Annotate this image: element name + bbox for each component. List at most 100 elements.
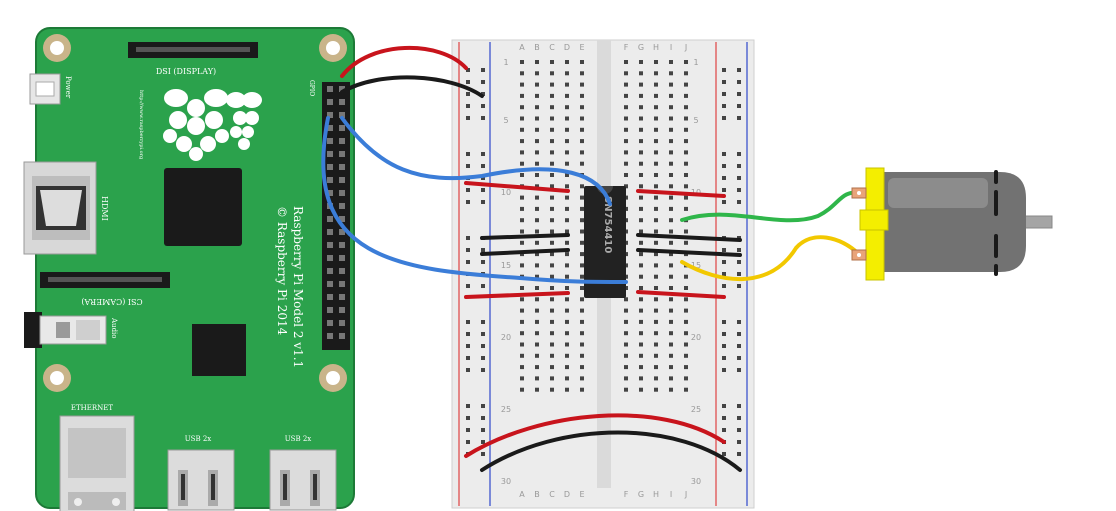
breadboard-hole	[535, 376, 539, 381]
breadboard-hole	[684, 353, 688, 358]
row-number: 25	[501, 405, 511, 414]
rail-hole	[466, 260, 470, 264]
rail-hole	[481, 80, 485, 84]
breadboard-hole	[669, 342, 673, 347]
breadboard-hole	[580, 71, 584, 76]
rail-hole	[737, 440, 741, 444]
rail-hole	[737, 452, 741, 456]
breadboard-hole	[550, 286, 554, 290]
breadboard-hole	[550, 127, 554, 132]
breadboard-hole	[654, 376, 658, 381]
rail-hole	[481, 164, 485, 168]
rail-hole	[737, 356, 741, 360]
rail-hole	[481, 176, 485, 180]
breadboard-hole	[654, 93, 658, 98]
breadboard-hole	[565, 82, 569, 87]
wire-black-bottom	[480, 430, 742, 472]
raspberry-logo-icon	[163, 89, 229, 161]
breadboard-hole	[580, 150, 584, 155]
breadboard-hole	[535, 252, 539, 257]
breadboard-hole	[639, 252, 643, 257]
gpio-pin	[339, 281, 345, 287]
gpio-label: GPIO	[308, 80, 315, 96]
breadboard-hole	[669, 252, 673, 257]
breadboard-hole	[624, 116, 628, 121]
breadboard-hole	[535, 240, 539, 245]
breadboard-hole	[669, 195, 673, 200]
column-letter: H	[653, 43, 659, 52]
breadboard-hole	[565, 184, 569, 189]
breadboard-hole	[565, 365, 569, 370]
breadboard-hole	[520, 127, 524, 132]
breadboard-hole	[520, 387, 524, 392]
breadboard-hole	[565, 218, 569, 223]
row-number: 30	[501, 477, 511, 486]
rail-hole	[481, 452, 485, 456]
gpio-pin	[339, 151, 345, 157]
breadboard-hole	[580, 286, 584, 290]
breadboard-hole	[639, 376, 643, 381]
rail-hole	[481, 440, 485, 444]
breadboard-hole	[624, 60, 628, 64]
gpio-pin	[327, 294, 333, 300]
breadboard-hole	[565, 308, 569, 313]
gpio-pin	[339, 86, 345, 92]
column-letter: D	[564, 43, 570, 52]
breadboard-hole	[535, 139, 539, 144]
breadboard-hole	[535, 229, 539, 234]
breadboard-hole	[669, 240, 673, 245]
rail-hole	[466, 236, 470, 240]
breadboard-hole	[535, 127, 539, 132]
breadboard-hole	[639, 229, 643, 234]
breadboard-hole	[520, 206, 524, 211]
hdmi-connector	[23, 161, 97, 255]
breadboard-hole	[669, 387, 673, 392]
breadboard-hole	[535, 286, 539, 290]
breadboard-hole	[639, 218, 643, 223]
rail-hole	[722, 416, 726, 420]
gpio-pin	[327, 86, 333, 92]
breadboard-hole	[580, 195, 584, 200]
breadboard-hole	[520, 331, 524, 336]
breadboard-hole	[580, 184, 584, 189]
breadboard-hole	[624, 297, 628, 302]
jumper-black	[480, 248, 570, 256]
breadboard-hole	[550, 297, 554, 302]
gpio-pin	[339, 255, 345, 261]
breadboard-hole	[535, 297, 539, 302]
rail-hole	[722, 428, 726, 432]
breadboard-hole	[580, 331, 584, 336]
breadboard-hole	[684, 387, 688, 392]
breadboard-hole	[654, 252, 658, 257]
gpio-pin	[339, 229, 345, 235]
breadboard-hole	[565, 150, 569, 155]
rail-hole	[737, 116, 741, 120]
breadboard-hole	[684, 71, 688, 76]
breadboard-hole	[669, 274, 673, 279]
breadboard-hole	[639, 105, 643, 110]
gpio-pin	[339, 268, 345, 274]
breadboard-hole	[684, 376, 688, 381]
breadboard-hole	[684, 195, 688, 200]
breadboard-hole	[639, 342, 643, 347]
breadboard-hole	[684, 308, 688, 313]
breadboard-hole	[580, 365, 584, 370]
rail-hole	[466, 428, 470, 432]
breadboard-hole	[669, 206, 673, 211]
breadboard-hole	[565, 353, 569, 358]
breadboard-hole	[654, 150, 658, 155]
breadboard-hole	[684, 161, 688, 166]
usb-controller-chip	[192, 324, 246, 376]
motor-terminal	[851, 187, 867, 199]
breadboard-hole	[535, 195, 539, 200]
breadboard-hole	[624, 387, 628, 392]
breadboard-hole	[520, 161, 524, 166]
breadboard-hole	[580, 376, 584, 381]
usb-1-label: USB 2x	[185, 435, 212, 443]
gpio-pin	[339, 242, 345, 248]
jumper-wires	[464, 181, 742, 299]
breadboard-hole	[520, 82, 524, 87]
gpio-pin	[327, 255, 333, 261]
breadboard-hole	[535, 331, 539, 336]
wire-blue-1	[340, 116, 612, 206]
